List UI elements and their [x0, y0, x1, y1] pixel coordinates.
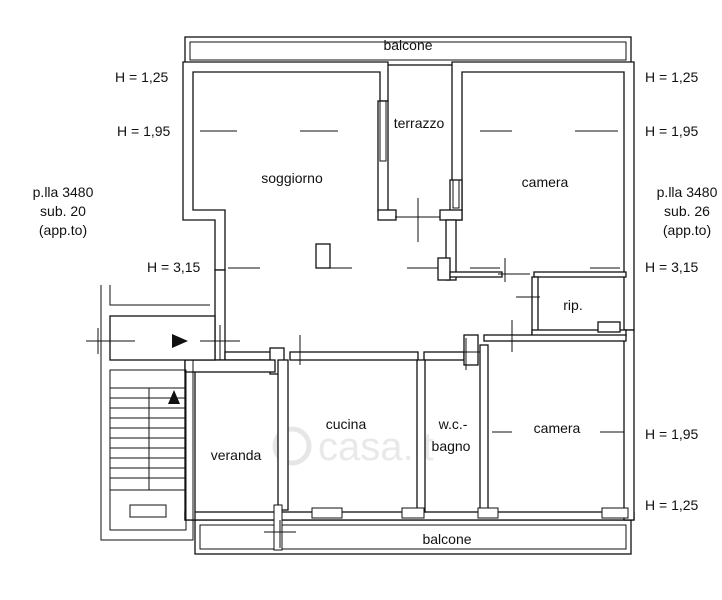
label-wc: w.c.-	[438, 416, 468, 432]
entrance-arrow-icon	[172, 334, 188, 348]
staircase	[100, 285, 216, 541]
internal-walls	[184, 243, 629, 551]
height-right-2: H = 1,95	[645, 123, 699, 139]
neighbor-right: p.lla 3480 sub. 26 (app.to)	[657, 184, 718, 238]
stair-steps	[110, 387, 186, 491]
neighbor-right-line-2: sub. 26	[664, 203, 710, 219]
label-terrazzo: terrazzo	[394, 115, 445, 131]
neighbor-left: p.lla 3480 sub. 20 (app.to)	[33, 184, 94, 238]
neighbor-right-line-3: (app.to)	[663, 222, 711, 238]
watermark: casa.it	[272, 425, 434, 469]
label-camera-bottom: camera	[534, 420, 581, 436]
height-marks	[86, 130, 624, 548]
watermark-text: casa.it	[318, 425, 434, 469]
label-cucina: cucina	[326, 416, 367, 432]
neighbor-right-line-1: p.lla 3480	[657, 184, 718, 200]
height-left-2: H = 1,95	[117, 123, 171, 139]
label-veranda: veranda	[211, 447, 262, 463]
label-rip: rip.	[563, 297, 582, 313]
neighbor-left-line-2: sub. 20	[40, 203, 86, 219]
terrazzo-walls	[377, 100, 463, 281]
height-labels-left: H = 1,25 H = 1,95 H = 3,15	[115, 69, 201, 275]
room-labels: balcone terrazzo soggiorno camera rip. c…	[211, 37, 583, 547]
height-right-1: H = 1,25	[645, 69, 699, 85]
label-camera-top: camera	[522, 174, 569, 190]
height-right-5: H = 1,25	[645, 497, 699, 513]
height-right-3: H = 3,15	[645, 259, 699, 275]
label-soggiorno: soggiorno	[261, 170, 323, 186]
balcony-top	[184, 36, 632, 66]
label-balcone-bottom: balcone	[422, 531, 471, 547]
height-right-4: H = 1,95	[645, 426, 699, 442]
height-left-1: H = 1,25	[115, 69, 169, 85]
label-bagno: bagno	[432, 438, 471, 454]
balcony-bottom	[194, 519, 632, 555]
height-left-3: H = 3,15	[147, 259, 201, 275]
neighbor-left-line-3: (app.to)	[39, 222, 87, 238]
height-labels-right: H = 1,25 H = 1,95 H = 3,15 H = 1,95 H = …	[645, 69, 699, 513]
label-balcone-top: balcone	[383, 37, 432, 53]
stair-direction-arrow-icon	[168, 390, 180, 404]
neighbor-left-line-1: p.lla 3480	[33, 184, 94, 200]
